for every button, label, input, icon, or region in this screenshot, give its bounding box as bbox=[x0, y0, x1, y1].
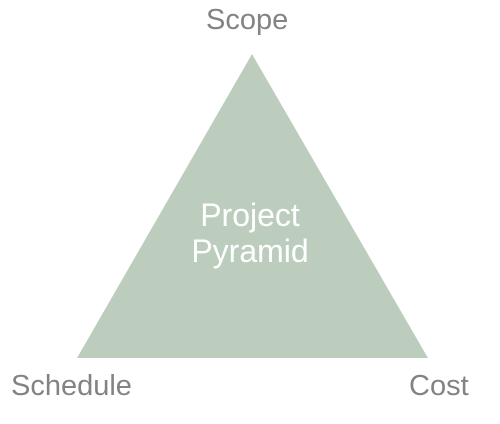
center-line-pyramid: Pyramid bbox=[191, 233, 309, 269]
project-triangle-shape bbox=[77, 54, 428, 358]
scope-label: Scope bbox=[206, 4, 289, 36]
schedule-label: Schedule bbox=[11, 370, 132, 402]
cost-label: Cost bbox=[409, 370, 469, 402]
center-label: Project Pyramid bbox=[150, 197, 350, 269]
center-line-project: Project bbox=[200, 197, 300, 233]
